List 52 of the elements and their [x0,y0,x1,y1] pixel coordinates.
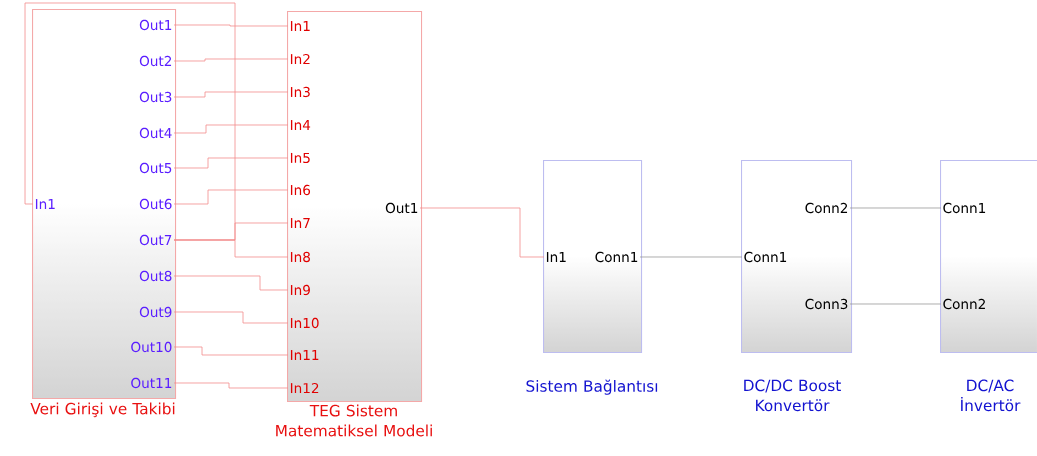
port-label: Out1 [139,19,172,31]
port-label: In1 [546,252,566,262]
port-label: Out8 [139,270,172,282]
connector-line [173,91,289,98]
port-label: In1 [290,21,310,31]
connector-line [173,382,289,389]
port-label: Out7 [139,234,172,246]
port-label: Conn1 [595,251,638,263]
port-label: Out1 [385,202,418,214]
port-label: Conn1 [744,251,787,263]
port-label: In7 [290,218,310,228]
port-label: Out6 [139,198,172,210]
port-label: Out9 [139,306,172,318]
port-label: Conn3 [805,298,848,310]
port-label: In4 [290,120,311,130]
port-label: Conn2 [805,202,848,214]
port-label: In3 [290,86,310,98]
block-caption: DC/DC Boost Konvertör [744,379,841,412]
connector-line [849,207,942,209]
port-label: In1 [35,199,55,209]
block-caption: TEG Sistem Matematiksel Modeli [276,404,432,437]
block-caption: Sistem Bağlantısı [526,379,658,395]
connector-line [173,124,289,134]
port-label: In11 [290,350,319,360]
port-label: In2 [290,53,310,65]
port-label: Out2 [139,55,172,67]
port-label: In5 [290,152,310,164]
connector-line [173,346,289,356]
port-label: Out11 [131,377,172,389]
port-label: Out10 [131,341,172,353]
port-label: Out3 [139,91,172,103]
connector-line [173,157,289,169]
port-label: In8 [290,251,310,263]
port-label: Conn1 [943,202,986,214]
port-label: In12 [290,382,319,394]
block-caption: DC/AC İnvertör [961,379,1021,412]
connector-line [173,24,289,27]
connector-line [173,311,289,324]
port-label: In10 [290,317,319,329]
connector-line [849,303,942,305]
block-caption: Veri Girişi ve Takibi [30,402,175,418]
connector-line [419,207,545,258]
connector-line [173,189,289,205]
port-label: Out5 [139,162,172,174]
connector-line [24,2,236,241]
connector-line [639,256,743,258]
connector-line [173,275,289,291]
port-label: Conn2 [943,298,985,310]
port-label: Out4 [139,127,172,139]
port-label: In9 [290,284,310,296]
connector-line [173,58,289,62]
port-label: In6 [290,184,311,196]
